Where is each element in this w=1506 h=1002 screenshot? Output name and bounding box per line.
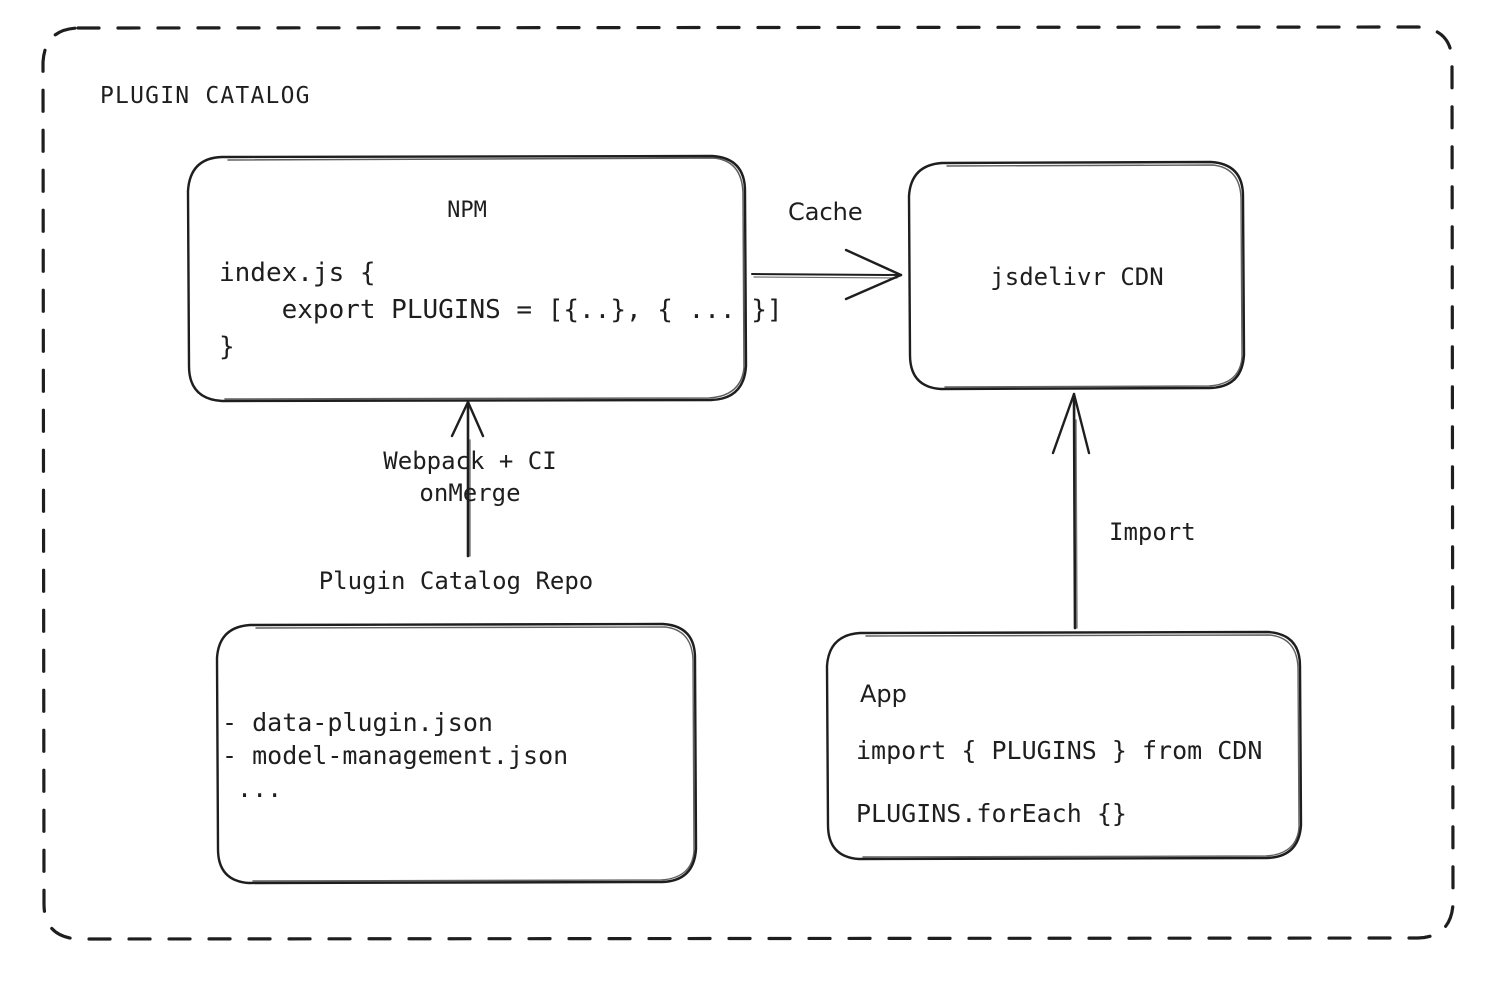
app-node-code-line-2: PLUGINS.forEach {} — [856, 799, 1127, 828]
repo-list-item-2: - model-management.json — [222, 741, 569, 770]
npm-code-line-1: index.js { — [219, 258, 376, 288]
repo-node-outline-sketch — [252, 626, 695, 882]
edge-label-cache: Cache — [788, 198, 863, 226]
npm-code-line-2: export PLUGINS = [{..}, { ... }] — [219, 294, 783, 325]
edge-webpack-arrow — [450, 400, 485, 558]
edge-label-webpack: Webpack + CI onMerge — [346, 446, 594, 509]
npm-node-code-block: index.js { export PLUGINS = [{..}, { ...… — [219, 255, 783, 366]
group-frame-dashed-border — [41, 25, 1455, 941]
app-node-title: App — [860, 680, 907, 708]
edge-label-webpack-line-2: onMerge — [419, 478, 521, 507]
repo-node-outline — [215, 622, 698, 885]
npm-node-outline — [186, 154, 748, 403]
app-node-code-line-1: import { PLUGINS } from CDN — [856, 736, 1263, 765]
edge-label-import: Import — [1109, 518, 1196, 546]
repo-node-file-list: - data-plugin.json - model-management.jso… — [222, 706, 568, 805]
repo-list-item-1: - data-plugin.json — [222, 708, 493, 737]
repo-list-item-3: ... — [222, 774, 283, 803]
npm-node-outline-sketch — [224, 157, 745, 400]
edge-import-arrow — [1051, 392, 1091, 630]
edge-label-webpack-line-1: Webpack + CI — [383, 447, 557, 475]
cdn-node-outline-sketch — [944, 164, 1243, 388]
edge-cache-arrow — [751, 248, 903, 301]
cdn-node-outline — [907, 160, 1246, 391]
repo-node-caption: Plugin Catalog Repo — [318, 567, 594, 595]
npm-node-title: NPM — [447, 198, 487, 223]
app-node-outline — [825, 630, 1303, 861]
cdn-node-title: jsdelivr CDN — [990, 263, 1164, 291]
app-node-outline-sketch — [862, 634, 1300, 858]
npm-code-line-3: } — [219, 331, 235, 362]
group-title: PLUGIN CATALOG — [100, 83, 311, 109]
